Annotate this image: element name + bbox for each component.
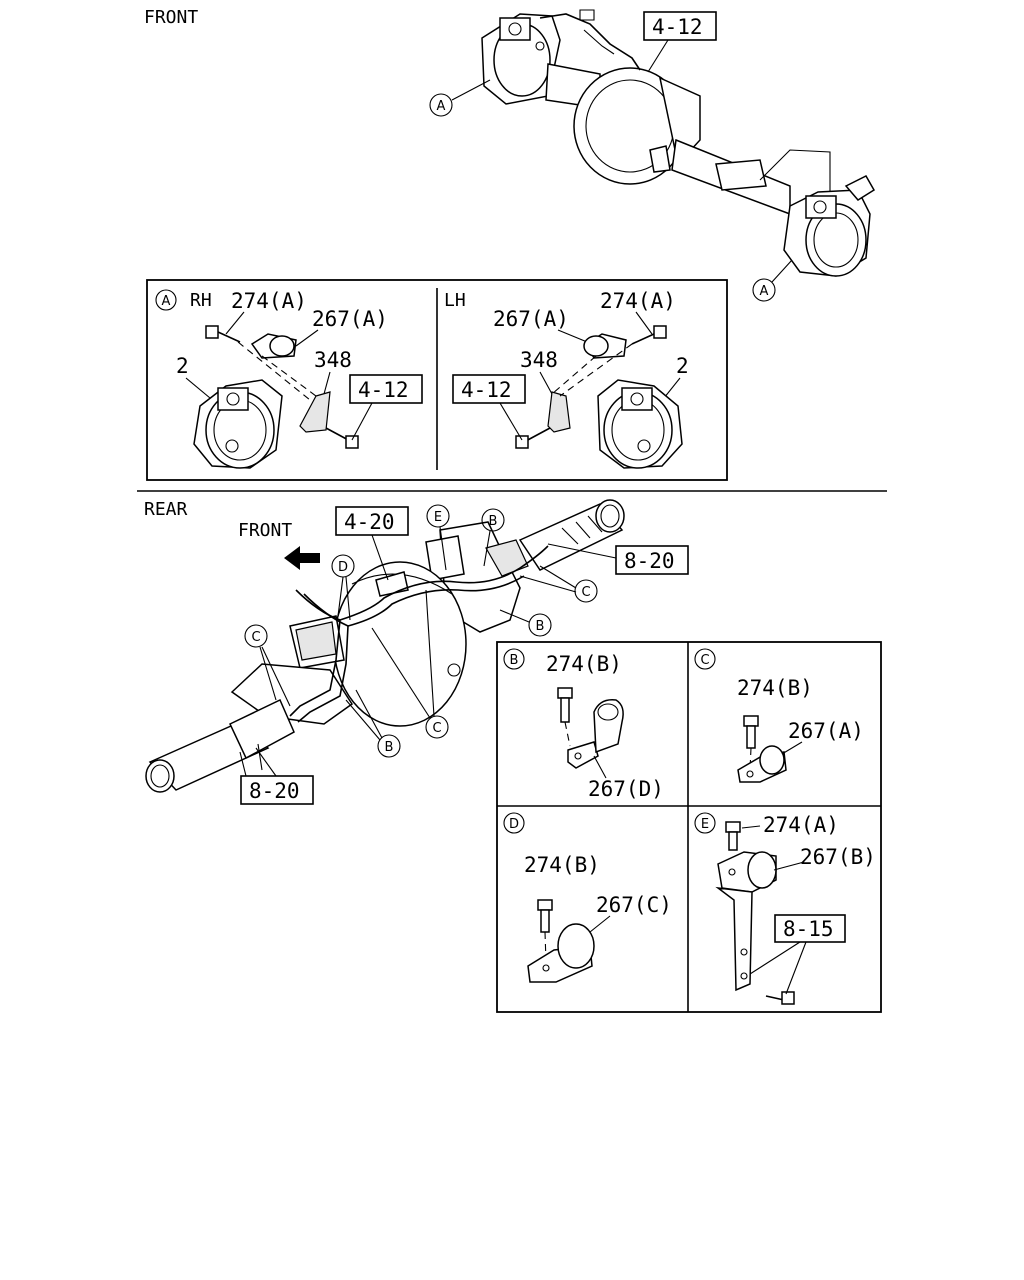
detail-c: C 274(B) 267(A) <box>694 648 864 783</box>
svg-text:E: E <box>434 510 442 525</box>
svg-text:267(A): 267(A) <box>312 307 388 331</box>
rh-assembly: 274(A) 267(A) 348 2 <box>176 289 388 469</box>
svg-text:C: C <box>251 630 260 645</box>
rear-callout-e: E <box>426 504 450 571</box>
detail-b: B 274(B) 267(D) <box>503 648 664 801</box>
svg-text:4-12: 4-12 <box>358 378 409 402</box>
svg-text:D: D <box>509 817 519 832</box>
svg-text:4-12: 4-12 <box>652 15 703 39</box>
rear-ref-8-20-left: 8-20 <box>240 747 314 805</box>
detail-a-callout: A <box>155 289 177 311</box>
svg-text:348: 348 <box>314 348 352 372</box>
svg-text:8-15: 8-15 <box>783 917 834 941</box>
svg-text:274(A): 274(A) <box>600 289 676 313</box>
svg-text:274(B): 274(B) <box>524 853 600 877</box>
rear-ref-4-20: 4-20 <box>335 506 409 581</box>
rear-axle-drawing <box>145 499 625 793</box>
front-section-title: FRONT <box>144 7 198 28</box>
svg-text:267(D): 267(D) <box>588 777 664 801</box>
rh-bolt-head <box>205 325 219 339</box>
svg-text:267(C): 267(C) <box>596 893 672 917</box>
rear-callout-b-right: B <box>499 609 552 637</box>
svg-text:D: D <box>338 560 348 575</box>
svg-text:A: A <box>162 294 171 309</box>
detail-a-panel <box>146 279 728 481</box>
front-ref-box-4-12: 4-12 <box>643 11 717 73</box>
rear-callout-d: D <box>331 554 355 621</box>
svg-text:C: C <box>432 721 441 736</box>
rear-callout-b-top: B <box>481 508 505 567</box>
svg-text:267(A): 267(A) <box>493 307 569 331</box>
svg-text:274(A): 274(A) <box>763 813 839 837</box>
svg-text:274(B): 274(B) <box>546 652 622 676</box>
svg-text:348: 348 <box>520 348 558 372</box>
detail-d: D 274(B) 267(C) <box>503 812 672 983</box>
svg-text:E: E <box>701 817 709 832</box>
detail-e: E 274(A) 267(B) 8-15 <box>694 812 876 1005</box>
rear-front-direction-label: FRONT <box>238 520 292 541</box>
lh-label: LH <box>444 290 466 311</box>
svg-text:8-20: 8-20 <box>624 549 675 573</box>
rh-ref-box: 4-12 <box>349 374 423 441</box>
svg-text:A: A <box>760 284 769 299</box>
detail-grid-panel <box>496 641 882 1013</box>
lh-assembly: 267(A) 274(A) 348 2 <box>493 289 689 469</box>
svg-text:4-12: 4-12 <box>461 378 512 402</box>
rear-callout-c-center: C <box>371 589 449 739</box>
svg-text:8-20: 8-20 <box>249 779 300 803</box>
svg-text:4-20: 4-20 <box>344 510 395 534</box>
svg-text:274(A): 274(A) <box>231 289 307 313</box>
rear-callout-b-left: B <box>345 689 401 758</box>
rear-section-title: REAR <box>144 499 188 520</box>
front-direction-arrow-icon <box>284 546 320 570</box>
svg-text:2: 2 <box>176 354 189 378</box>
front-axle-drawing <box>481 9 876 277</box>
rear-callout-c-right: C <box>519 565 598 603</box>
svg-text:A: A <box>437 99 446 114</box>
svg-text:B: B <box>536 619 545 634</box>
lh-ref-box: 4-12 <box>452 374 526 441</box>
svg-text:B: B <box>510 653 519 668</box>
svg-text:B: B <box>489 514 498 529</box>
svg-text:267(B): 267(B) <box>800 845 876 869</box>
rear-callout-c-left: C <box>244 624 291 707</box>
svg-text:274(B): 274(B) <box>737 676 813 700</box>
svg-text:2: 2 <box>676 354 689 378</box>
svg-text:267(A): 267(A) <box>788 719 864 743</box>
svg-text:C: C <box>700 653 709 668</box>
svg-text:B: B <box>385 740 394 755</box>
rh-label: RH <box>190 290 212 311</box>
front-callout-a-right: A <box>752 259 793 302</box>
rear-ref-8-20-right: 8-20 <box>547 543 689 575</box>
svg-text:C: C <box>581 585 590 600</box>
front-callout-a-left: A <box>429 79 491 117</box>
